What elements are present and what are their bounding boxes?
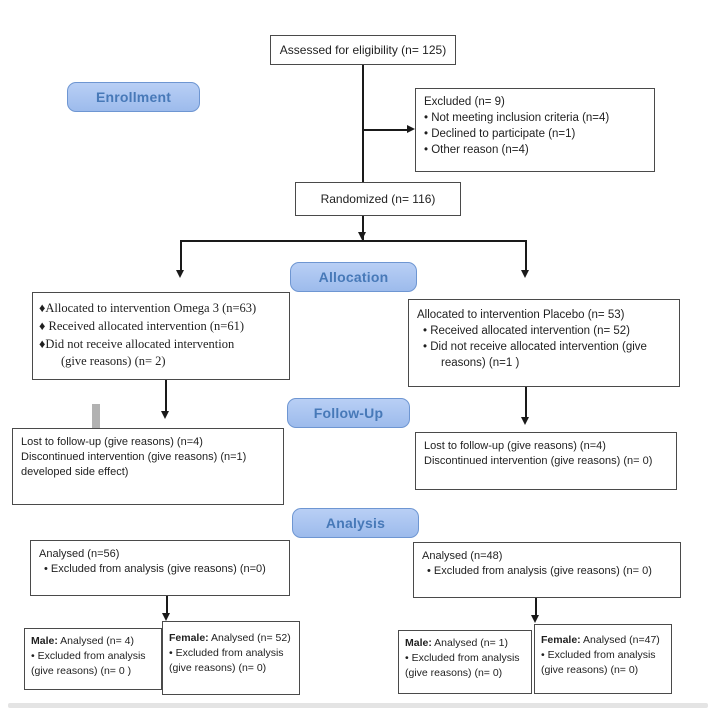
analysis-right-item: • Excluded from analysis (give reasons) … xyxy=(427,565,652,578)
stage-label-enrollment: Enrollment xyxy=(67,82,200,112)
allocation-placebo-box: Allocated to intervention Placebo (n= 53… xyxy=(408,299,680,387)
arrowhead-into-followup-left xyxy=(161,411,169,419)
connector-randomized-down xyxy=(362,216,364,240)
analysis-left-title: Analysed (n=56) xyxy=(39,548,120,560)
female-right-rest: Analysed (n=47) xyxy=(580,634,660,646)
followup-left-line: Lost to follow-up (give reasons) (n=4) xyxy=(21,436,203,448)
male-right-rest: Analysed (n= 1) xyxy=(431,637,509,649)
female-left-box: Female: Analysed (n= 52) • Excluded from… xyxy=(162,621,300,695)
male-right-label: Male: xyxy=(405,637,432,649)
alloc-omega-line: ♦Did not receive allocated intervention xyxy=(39,336,235,351)
excluded-item: • Declined to participate (n=1) xyxy=(424,127,576,140)
alloc-placebo-item: • Did not receive allocated intervention… xyxy=(423,340,647,369)
male-left-rest: Analysed (n= 4) xyxy=(57,635,135,647)
assessed-text: Assessed for eligibility (n= 125) xyxy=(279,42,447,57)
randomized-text: Randomized (n= 116) xyxy=(320,191,436,206)
connector-branch-right-down xyxy=(525,240,527,271)
female-left-rest: Analysed (n= 52) xyxy=(208,632,291,644)
randomized-box: Randomized (n= 116) xyxy=(295,182,461,216)
gray-artifact xyxy=(92,404,100,433)
alloc-omega-line: ♦Allocated to intervention Omega 3 (n=63… xyxy=(39,301,257,315)
female-right-line1: Female: Analysed (n=47) xyxy=(541,633,665,648)
excluded-item: • Not meeting inclusion criteria (n=4) xyxy=(424,111,610,124)
followup-left-box: Lost to follow-up (give reasons) (n=4) D… xyxy=(12,428,284,505)
male-left-box: Male: Analysed (n= 4) • Excluded from an… xyxy=(24,628,162,690)
stage-label-analysis-text: Analysis xyxy=(325,515,386,531)
arrowhead-into-alloc-omega xyxy=(176,270,184,278)
alloc-omega-line: (give reasons) (n= 2) xyxy=(61,354,166,369)
assessed-box: Assessed for eligibility (n= 125) xyxy=(270,35,456,65)
connector-omega-to-followup xyxy=(165,380,167,412)
followup-right-line: Lost to follow-up (give reasons) (n=4) xyxy=(424,440,606,452)
connector-branch-to-excluded xyxy=(362,129,408,131)
excluded-box: Excluded (n= 9) • Not meeting inclusion … xyxy=(415,88,655,172)
arrowhead-into-excluded xyxy=(407,125,415,133)
alloc-placebo-title: Allocated to intervention Placebo (n= 53… xyxy=(417,309,625,321)
female-left-line1: Female: Analysed (n= 52) xyxy=(169,631,293,646)
followup-left-line: developed side effect) xyxy=(21,466,129,479)
connector-analysis-left-down xyxy=(166,596,168,614)
male-right-item: • Excluded from analysis xyxy=(405,652,520,665)
male-left-line3: (give reasons) (n= 0 ) xyxy=(31,665,132,678)
arrowhead-into-sex-right xyxy=(531,615,539,623)
male-right-box: Male: Analysed (n= 1) • Excluded from an… xyxy=(398,630,532,694)
connector-analysis-right-down xyxy=(535,598,537,616)
stage-label-enrollment-text: Enrollment xyxy=(95,89,172,105)
analysis-left-item: • Excluded from analysis (give reasons) … xyxy=(44,563,266,576)
female-right-item: • Excluded from analysis xyxy=(541,649,656,662)
male-right-line3: (give reasons) (n= 0) xyxy=(405,667,503,680)
female-right-line3: (give reasons) (n= 0) xyxy=(541,664,639,677)
arrowhead-randomized-junction xyxy=(358,232,366,240)
female-right-box: Female: Analysed (n=47) • Excluded from … xyxy=(534,624,672,694)
connector-allocation-branch xyxy=(180,240,526,242)
arrowhead-into-followup-right xyxy=(521,417,529,425)
stage-label-followup: Follow-Up xyxy=(287,398,410,428)
excluded-title: Excluded (n= 9) xyxy=(424,96,505,108)
analysis-left-box: Analysed (n=56) • Excluded from analysis… xyxy=(30,540,290,596)
followup-right-box: Lost to follow-up (give reasons) (n=4) D… xyxy=(415,432,677,490)
arrowhead-into-alloc-placebo xyxy=(521,270,529,278)
analysis-right-box: Analysed (n=48) • Excluded from analysis… xyxy=(413,542,681,598)
connector-assessed-to-randomized xyxy=(362,65,364,182)
male-left-label: Male: xyxy=(31,635,58,647)
followup-left-line: Discontinued intervention (give reasons)… xyxy=(21,451,247,464)
male-left-line1: Male: Analysed (n= 4) xyxy=(31,634,155,649)
arrowhead-into-sex-left xyxy=(162,613,170,621)
female-left-label: Female: xyxy=(169,632,209,644)
analysis-right-title: Analysed (n=48) xyxy=(422,550,503,562)
male-right-line1: Male: Analysed (n= 1) xyxy=(405,636,525,651)
allocation-omega-box: ♦Allocated to intervention Omega 3 (n=63… xyxy=(32,292,290,380)
connector-placebo-to-followup xyxy=(525,387,527,418)
excluded-item: • Other reason (n=4) xyxy=(424,143,529,156)
alloc-placebo-item: • Received allocated intervention (n= 52… xyxy=(423,324,630,337)
stage-label-allocation: Allocation xyxy=(290,262,417,292)
female-left-item: • Excluded from analysis xyxy=(169,647,284,660)
alloc-omega-line: ♦ Received allocated intervention (n=61) xyxy=(39,318,245,333)
stage-label-analysis: Analysis xyxy=(292,508,419,538)
stage-label-followup-text: Follow-Up xyxy=(313,405,384,421)
male-left-item: • Excluded from analysis xyxy=(31,650,146,663)
connector-branch-left-down xyxy=(180,240,182,271)
bottom-divider xyxy=(8,703,708,708)
female-left-line3: (give reasons) (n= 0) xyxy=(169,662,267,675)
female-right-label: Female: xyxy=(541,634,581,646)
stage-label-allocation-text: Allocation xyxy=(318,269,389,285)
followup-right-line: Discontinued intervention (give reasons)… xyxy=(424,455,653,468)
